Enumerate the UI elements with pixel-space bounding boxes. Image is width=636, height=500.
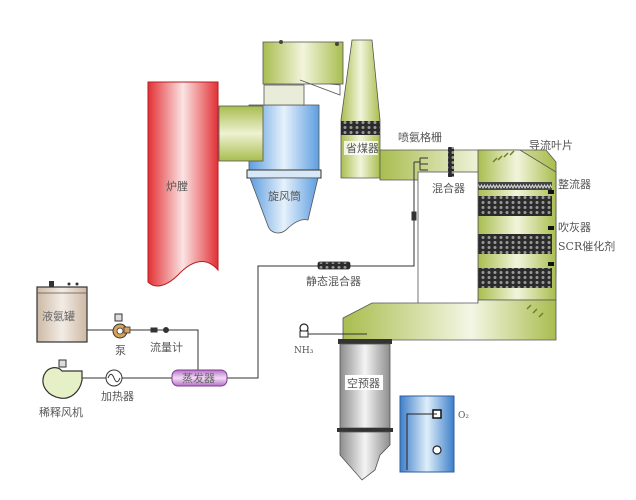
catalyst-layer-3 [478, 268, 552, 288]
nh3-label: NH₃ [294, 346, 314, 356]
economizer-label: 省煤器 [346, 142, 379, 155]
heater: 加热器 [101, 369, 134, 403]
heater-label: 加热器 [101, 390, 134, 403]
mixer-label: 混合器 [432, 181, 465, 195]
static-mixer-label: 静态混合器 [306, 274, 361, 288]
o2-label: O₂ [458, 411, 469, 421]
cyclone-label: 旋风筒 [268, 189, 301, 203]
flow-straightener-label: 整流器 [558, 177, 591, 191]
air-preheater: 空预器 [337, 339, 393, 481]
static-mixer: 静态混合器 [306, 261, 361, 288]
catalyst-layer-1 [478, 196, 552, 216]
pump-label: 泵 [115, 344, 126, 357]
guide-vanes-label: 导流叶片 [529, 138, 573, 152]
flowmeter-label: 流量计 [150, 340, 183, 354]
air-preheater-label: 空预器 [347, 376, 380, 390]
furnace: 炉膛 [147, 81, 219, 287]
dilution-fan: 稀释风机 [39, 359, 83, 419]
furnace-outlet-duct [218, 105, 264, 162]
ammonia-grid-bars [448, 147, 454, 177]
soot-blower-label: 吹灰器 [558, 220, 591, 234]
ammonia-injection-pipe [227, 157, 428, 379]
scr-reactor [477, 149, 557, 301]
evaporator: 蒸发器 [171, 369, 228, 387]
pump: 泵 [112, 313, 131, 357]
cyclone-outlet-duct [262, 40, 344, 106]
nh3-analyzer: NH₃ [294, 323, 367, 356]
economizer: 省煤器 [340, 39, 381, 179]
evaporator-label: 蒸发器 [182, 371, 215, 385]
flow-straightener-layer [478, 182, 552, 190]
scr-catalyst-label: SCR催化剂 [558, 239, 615, 253]
liquid-ammonia-line [87, 327, 199, 373]
ammonia-grid-label: 喷氨格栅 [398, 130, 442, 144]
cyclone: 旋风筒 [246, 104, 322, 234]
o2-analyzer-cabinet: O₂ [399, 395, 469, 473]
scr-outlet-duct [342, 299, 557, 341]
furnace-label: 炉膛 [166, 179, 188, 193]
dilution-fan-label: 稀释风机 [39, 405, 83, 419]
ammonia-tank: 液氨罐 [36, 281, 88, 343]
catalyst-layer-2 [478, 234, 552, 254]
ammonia-tank-label: 液氨罐 [42, 309, 75, 323]
